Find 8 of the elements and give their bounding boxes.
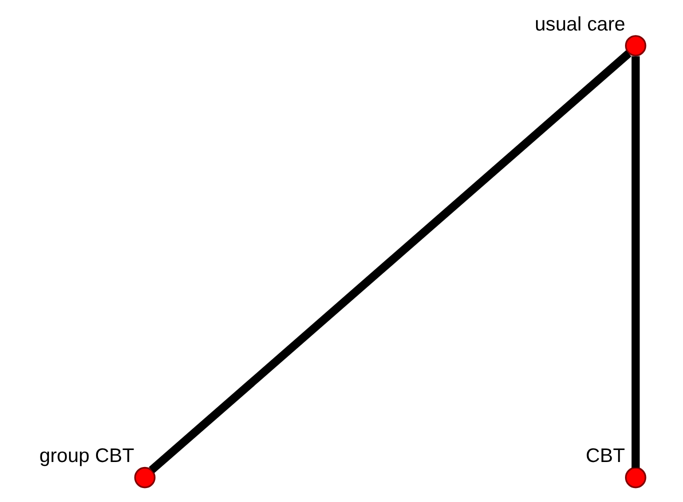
node-circle (134, 466, 155, 488)
node-label: CBT (585, 445, 624, 468)
node-label: group CBT (38, 445, 134, 468)
node-circle (624, 466, 646, 488)
connector (631, 56, 640, 468)
connector (148, 50, 631, 474)
node-label: usual care (534, 13, 625, 36)
node-circle (624, 35, 646, 56)
